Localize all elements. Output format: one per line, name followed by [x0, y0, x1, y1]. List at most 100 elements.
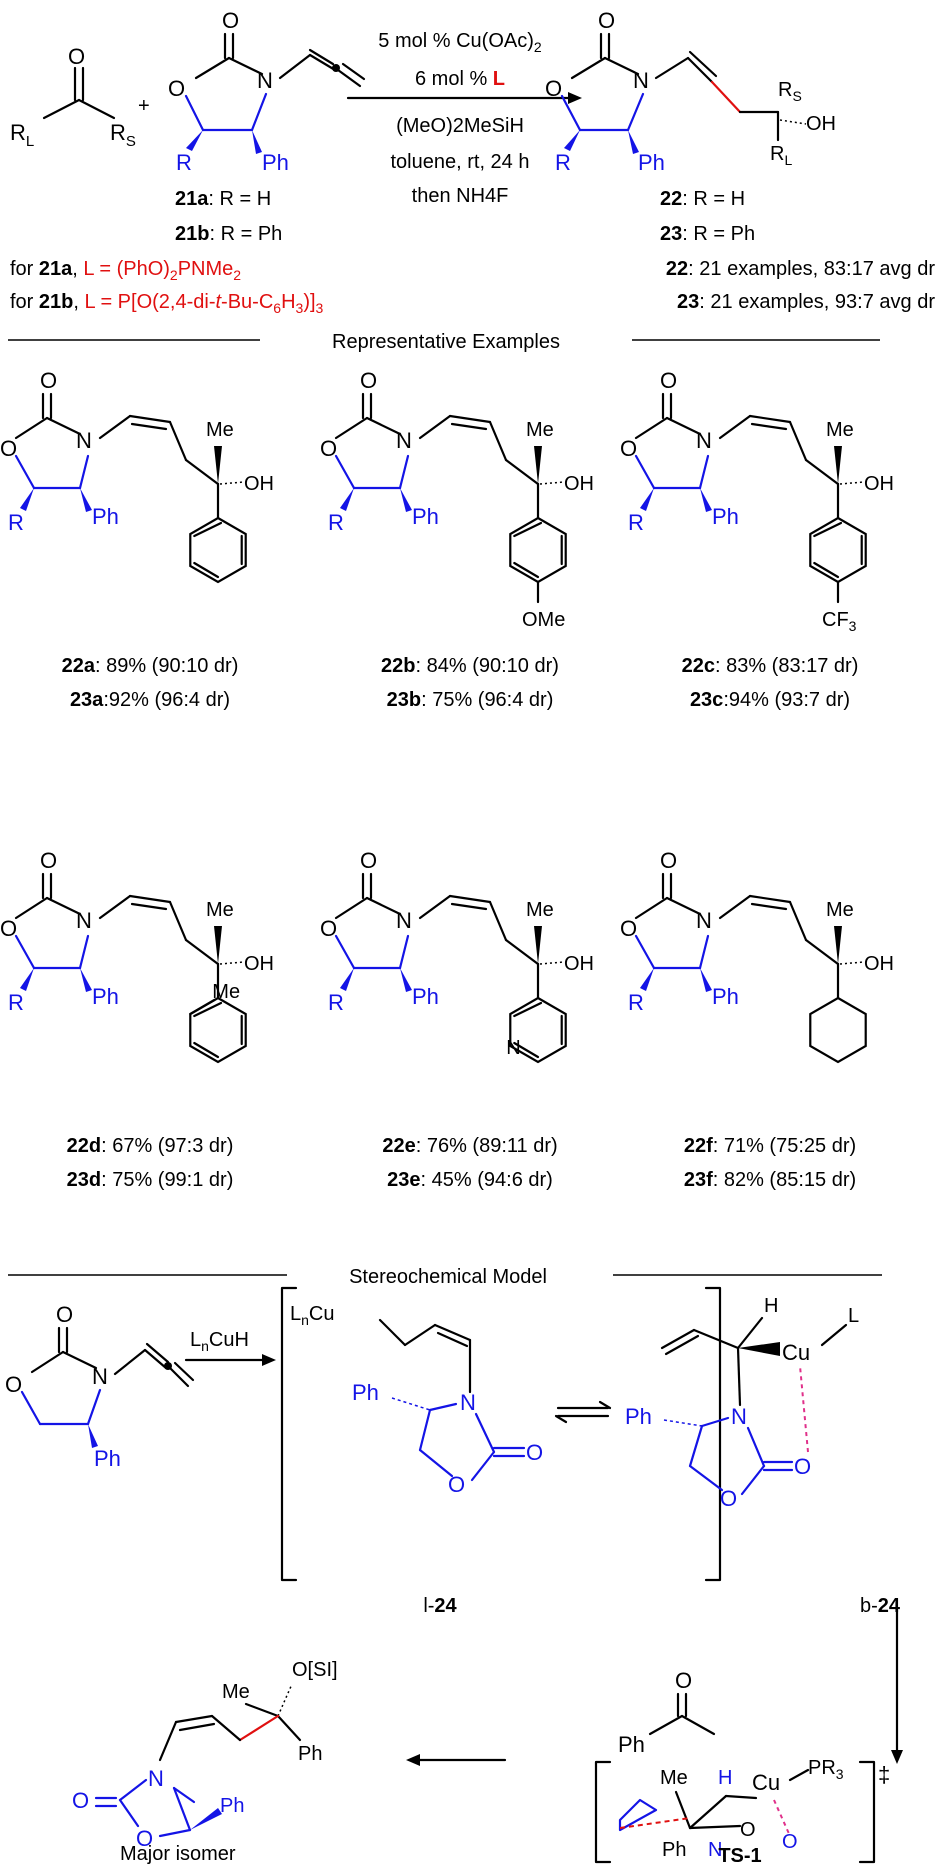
model-reagent: LnCuH: [190, 1329, 249, 1354]
label-21b: 21b: R = Ph: [175, 223, 282, 245]
example-ph: Ph: [712, 984, 739, 1009]
example-carbonyl-o: O: [660, 368, 677, 393]
example-r: R: [8, 510, 24, 535]
ts-n: N: [708, 1839, 722, 1861]
example-r: R: [328, 990, 344, 1015]
b24-l: L: [848, 1305, 859, 1327]
ts-o: O: [740, 1819, 756, 1841]
major-ring-o: O: [136, 1826, 153, 1851]
example-n: N: [76, 428, 92, 453]
yield-22a: 22a: 89% (90:10 dr): [62, 655, 239, 677]
major-osi: O[SI]: [292, 1659, 338, 1681]
example-me: Me: [826, 419, 854, 441]
allene-21-structure: O O N R Ph: [168, 8, 366, 175]
yield-23c: 23c:94% (93:7 dr): [690, 689, 850, 711]
acetophenone: O Ph: [618, 1668, 716, 1757]
start-ring-o: O: [5, 1372, 22, 1397]
product-ring-o: O: [545, 76, 562, 101]
example-carbonyl-o: O: [40, 848, 57, 873]
product-structure: O O N R Ph RS RL OH: [545, 8, 836, 175]
ts-cu: Cu: [752, 1770, 780, 1795]
model-l24: LnCu N Ph O O: [290, 1303, 543, 1497]
example-r: R: [328, 510, 344, 535]
product-r: R: [555, 150, 571, 175]
l24-ph: Ph: [352, 1380, 379, 1405]
label-22: 22: R = H: [660, 188, 745, 210]
example-ph: Ph: [712, 504, 739, 529]
b24-cu: Cu: [782, 1340, 810, 1365]
major-isomer-structure: Me O[SI] Ph N O O Ph: [72, 1659, 338, 1851]
example-oh: OH: [564, 473, 594, 495]
example-para-substituent: OMe: [522, 609, 565, 631]
example-ring-o: O: [0, 916, 17, 941]
example-me: Me: [206, 419, 234, 441]
allene-ph: Ph: [262, 150, 289, 175]
example-oh: OH: [244, 953, 274, 975]
ketone-rs: RS: [110, 120, 136, 150]
allene-ring-o: O: [168, 76, 185, 101]
example-carbonyl-o: O: [40, 368, 57, 393]
summary-23: 23: 21 examples, 93:7 avg dr: [677, 291, 935, 313]
example-r: R: [8, 990, 24, 1015]
example-carbonyl-o: O: [360, 848, 377, 873]
example-oh: OH: [244, 473, 274, 495]
ts1-structure: Me H Cu PR3 O Ph O N: [618, 1757, 844, 1861]
allene-r: R: [176, 150, 192, 175]
ts-dagger: ‡: [878, 1762, 890, 1787]
example-carbonyl-o: O: [360, 368, 377, 393]
label-23: 23: R = Ph: [660, 223, 755, 245]
ketone-structure: O RL RS: [10, 44, 136, 150]
acetophenone-ph: Ph: [618, 1732, 645, 1757]
yield-23e: 23e: 45% (94:6 dr): [387, 1169, 553, 1191]
model-b24: H Cu L N Ph O O: [625, 1295, 859, 1511]
example-ph: Ph: [412, 984, 439, 1009]
example-oh: OH: [864, 953, 894, 975]
section-representative-examples: Representative Examples: [332, 331, 560, 353]
example-ph: Ph: [92, 504, 119, 529]
major-n: N: [148, 1766, 164, 1791]
b24-ring-o: O: [720, 1486, 737, 1511]
l24-cu: LnCu: [290, 1303, 335, 1328]
example-r: R: [628, 990, 644, 1015]
product-n: N: [633, 68, 649, 93]
example-oh: OH: [564, 953, 594, 975]
l24-n: N: [460, 1390, 476, 1415]
example-para-substituent: CF3: [822, 609, 857, 634]
example-n: N: [696, 428, 712, 453]
condition-workup: then NH4F: [412, 185, 509, 207]
product-rl: RL: [770, 143, 792, 168]
yield-22e: 22e: 76% (89:11 dr): [382, 1135, 557, 1157]
product-ph: Ph: [638, 150, 665, 175]
ts-bracket-left: [594, 1760, 612, 1864]
allene-carbonyl-o: O: [222, 8, 239, 33]
major-ph2: Ph: [220, 1795, 244, 1817]
start-n: N: [92, 1364, 108, 1389]
yield-23f: 23f: 82% (85:15 dr): [684, 1169, 856, 1191]
example-n: N: [396, 908, 412, 933]
model-starting-allene: O O N Ph: [5, 1302, 195, 1471]
condition-copper: 5 mol % Cu(OAc)2: [378, 30, 542, 55]
example-carbonyl-o: O: [660, 848, 677, 873]
product-carbonyl-o: O: [598, 8, 615, 33]
start-ph: Ph: [94, 1446, 121, 1471]
plus-sign: +: [138, 95, 150, 117]
example-ring-o: O: [620, 436, 637, 461]
major-ph: Ph: [298, 1743, 322, 1765]
ts-pr3: PR3: [808, 1757, 844, 1782]
condition-ligand: 6 mol % L: [415, 68, 505, 90]
label-21a: 21a: R = H: [175, 188, 271, 210]
example-ring-o: O: [0, 436, 17, 461]
start-carbonyl-o: O: [56, 1302, 73, 1327]
example-me: Me: [526, 419, 554, 441]
ts-bracket-right: [858, 1760, 876, 1864]
condition-silane: (MeO)2MeSiH: [396, 115, 524, 137]
product-rs: RS: [778, 79, 802, 104]
label-ts1: TS-1: [718, 1845, 761, 1866]
example-me: Me: [826, 899, 854, 921]
